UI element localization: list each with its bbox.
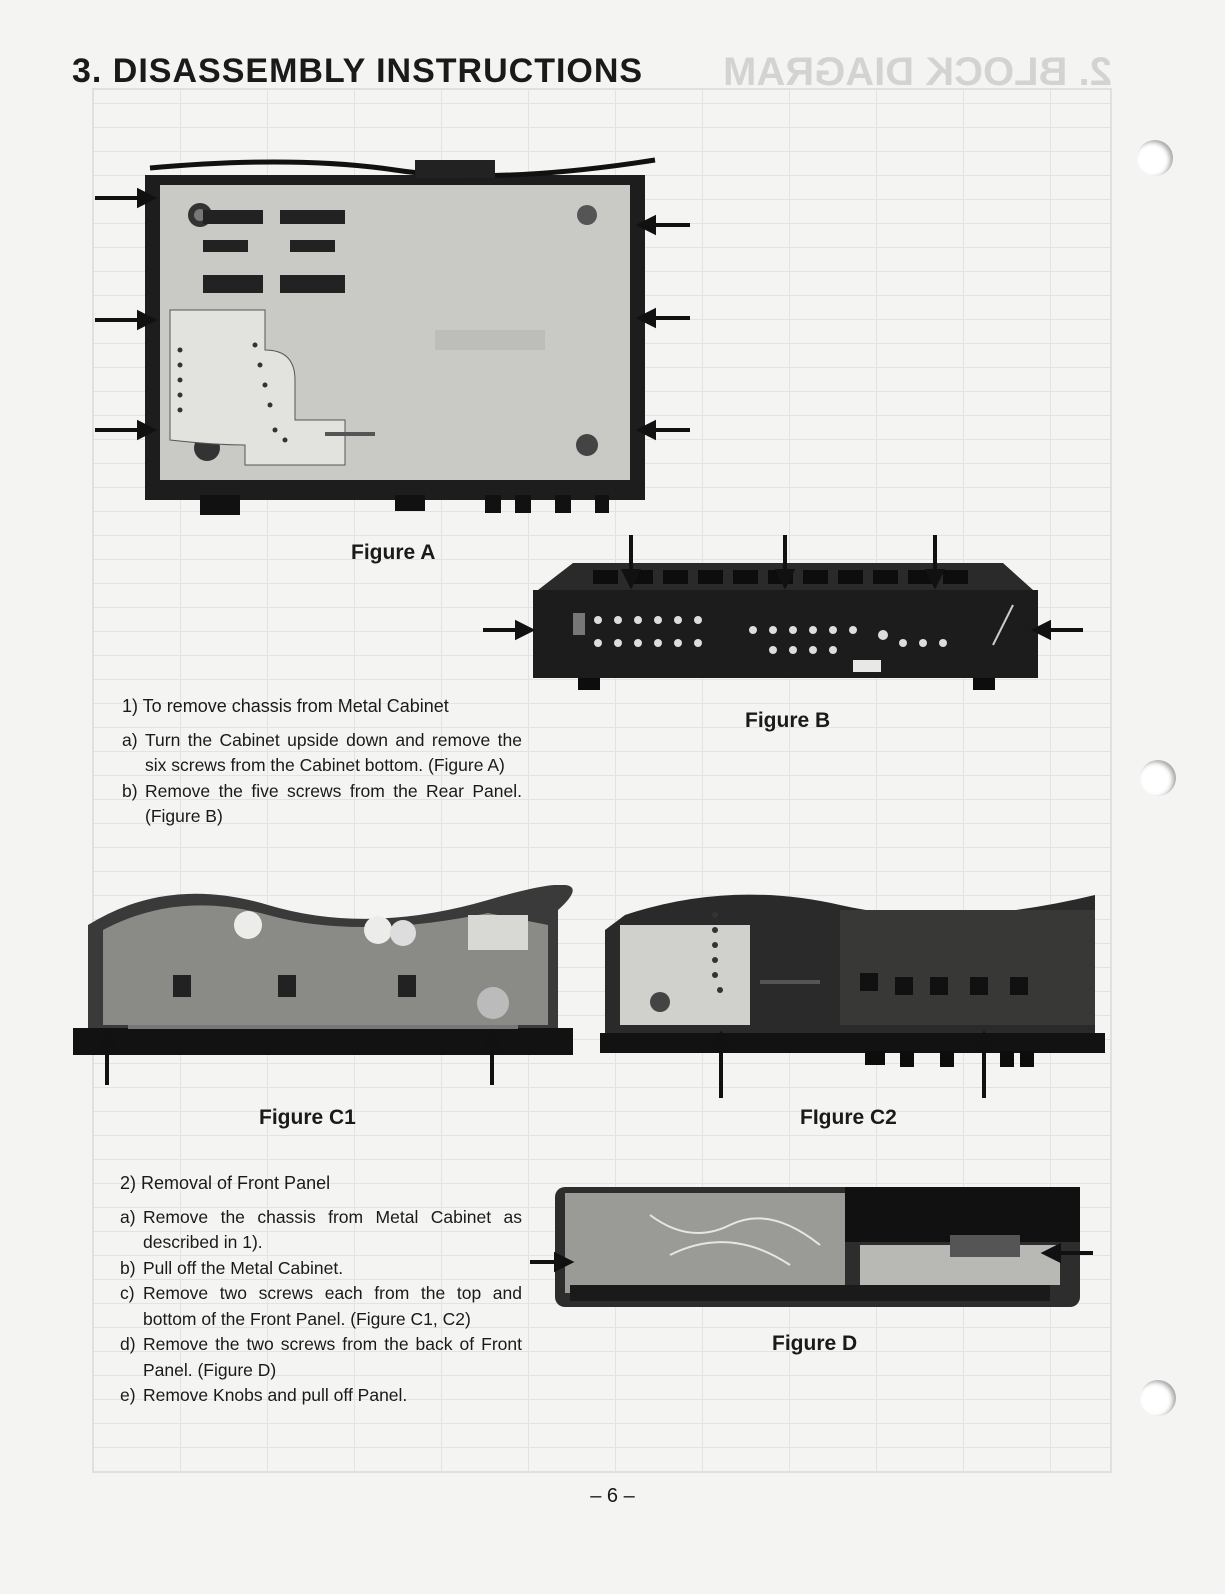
figure-d-photo [530, 1185, 1095, 1315]
page-number: – 6 – [590, 1485, 635, 1507]
figure-d-caption: Figure D [772, 1332, 858, 1355]
figure-c2-photo [600, 885, 1105, 1100]
figure-c1-photo [68, 885, 578, 1085]
figure-b-photo [483, 535, 1083, 700]
step-key: d) [120, 1334, 136, 1354]
figure-b-caption: Figure B [745, 709, 831, 732]
figure-c2-caption: FIgure C2 [800, 1106, 897, 1129]
page-title: 3. DISASSEMBLY INSTRUCTIONS [72, 52, 644, 90]
step-key: c) [120, 1283, 135, 1303]
section2-heading: 2) Removal of Front Panel [120, 1173, 331, 1193]
section2-step-a: a) Remove the chassis from Metal Cabinet… [120, 1205, 522, 1256]
binder-hole-middle [1140, 760, 1176, 796]
step-text: Remove the two screws from the back of F… [143, 1334, 522, 1380]
section2-step-d: d) Remove the two screws from the back o… [120, 1332, 522, 1383]
section1-heading: 1) To remove chassis from Metal Cabinet [122, 696, 449, 716]
step-text: Remove the five screws from the Rear Pan… [145, 780, 522, 827]
section2-step-c: c) Remove two screws each from the top a… [120, 1281, 522, 1332]
ghost-heading: 2. BLOCK DIAGRAM [723, 50, 1112, 94]
binder-hole-top [1137, 140, 1173, 176]
step-key: a) [122, 729, 138, 750]
section2-step-b: b) Pull off the Metal Cabinet. [120, 1256, 522, 1282]
step-text: Remove two screws each from the top and … [143, 1283, 522, 1329]
step-key: a) [120, 1206, 136, 1227]
figure-c1-caption: Figure C1 [259, 1106, 356, 1129]
section1-step-a: a) Turn the Cabinet upside down and remo… [122, 728, 522, 779]
step-text: Remove the chassis from Metal Cabinet as… [143, 1206, 522, 1253]
step-text: Turn the Cabinet upside down and remove … [145, 729, 522, 776]
step-text: Remove Knobs and pull off Panel. [143, 1385, 408, 1405]
binder-hole-bottom [1140, 1380, 1176, 1416]
section1-step-b: b) Remove the five screws from the Rear … [122, 779, 522, 830]
step-key: b) [122, 780, 138, 801]
section-remove-chassis: 1) To remove chassis from Metal Cabinet … [122, 694, 522, 830]
step-key: e) [120, 1385, 136, 1405]
step-key: b) [120, 1257, 136, 1278]
section-remove-front-panel: 2) Removal of Front Panel a) Remove the … [120, 1171, 522, 1409]
section2-step-e: e) Remove Knobs and pull off Panel. [120, 1383, 522, 1409]
figure-a-caption: Figure A [351, 541, 436, 564]
figure-a-photo [95, 150, 695, 530]
step-text: Pull off the Metal Cabinet. [143, 1257, 344, 1278]
